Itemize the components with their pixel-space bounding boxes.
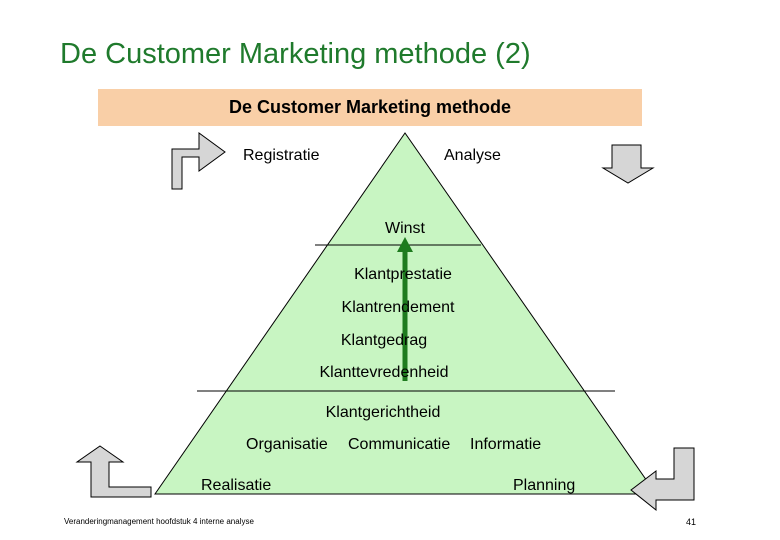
top-right-corner-arrow-icon <box>601 144 655 184</box>
top-left-corner-arrow-icon <box>171 132 226 190</box>
corner-label-planning: Planning <box>513 477 576 494</box>
level-label: Klantgerichtheid <box>325 404 441 421</box>
base-item-label: Communicatie <box>348 436 451 453</box>
bottom-left-corner-arrow-icon <box>75 445 152 498</box>
base-item-label: Informatie <box>470 436 542 453</box>
upward-arrow-icon <box>397 237 413 381</box>
level-label: Klanttevredenheid <box>319 364 449 381</box>
method-banner: De Customer Marketing methode <box>98 89 642 126</box>
page-number: 41 <box>686 517 697 527</box>
corner-arrow-icon <box>75 132 695 512</box>
corner-label-analyse: Analyse <box>444 147 501 164</box>
bottom-right-corner-arrow-icon <box>630 447 695 512</box>
base-item-label: Organisatie <box>246 436 328 453</box>
method-banner-label: De Customer Marketing methode <box>228 97 512 117</box>
corner-label-registratie: Registratie <box>243 147 320 164</box>
slide-title: De Customer Marketing methode (2) <box>60 38 531 70</box>
level-label: Klantprestatie <box>354 266 452 283</box>
level-label: Winst <box>385 220 425 237</box>
corner-label-realisatie: Realisatie <box>201 477 272 494</box>
footer-text: Veranderingmanagement hoofdstuk 4 intern… <box>64 517 254 526</box>
level-label: Klantrendement <box>341 299 455 316</box>
level-label: Klantgedrag <box>340 332 428 349</box>
